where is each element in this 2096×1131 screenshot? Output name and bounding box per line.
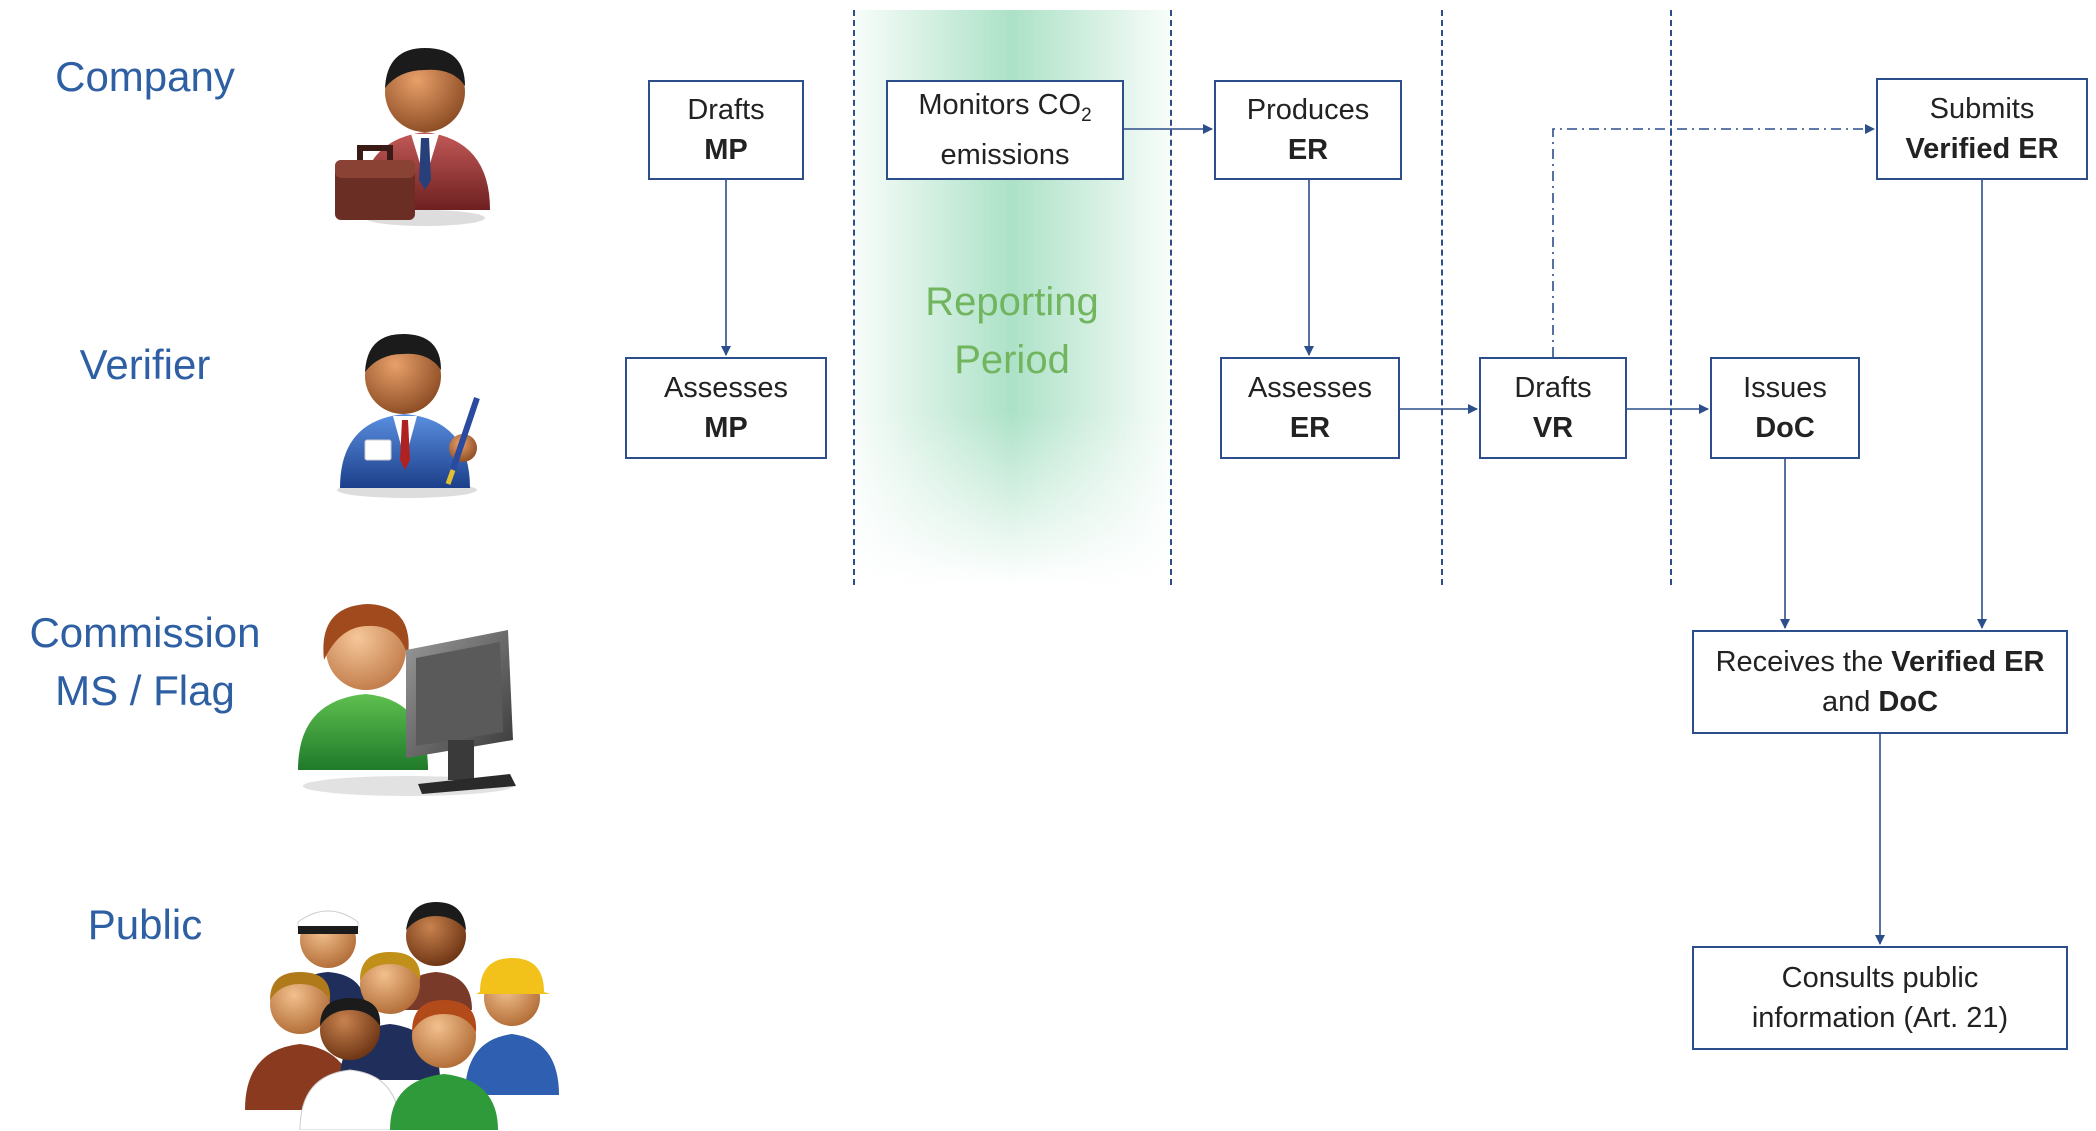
- step-object: DoC: [1755, 412, 1815, 444]
- step-assesses-er: Assesses ER: [1220, 357, 1400, 459]
- step-verb: Drafts: [687, 94, 765, 126]
- step-text: Receives the: [1715, 646, 1884, 678]
- reporting-period-label-line2: Period: [954, 338, 1070, 382]
- step-verb: Issues: [1743, 372, 1827, 404]
- computer-user-icon: [298, 604, 516, 796]
- step-drafts-mp: Drafts MP: [648, 80, 804, 180]
- actor-label-company: Company: [55, 53, 235, 100]
- step-verb: Submits: [1929, 93, 2035, 125]
- step-verb: Drafts: [1514, 372, 1592, 404]
- phase-divider: [1441, 10, 1443, 585]
- reporting-period-label-line1: Reporting: [925, 280, 1099, 324]
- step-monitors-emissions: Monitors CO2 emissions: [886, 80, 1124, 180]
- step-verb: Assesses: [1247, 372, 1373, 404]
- step-line1: Receives the Verified ER: [1716, 642, 2045, 682]
- step-object: VR: [1532, 412, 1574, 444]
- step-line2: information (Art. 21): [1751, 1002, 2009, 1034]
- step-verb: Assesses: [663, 372, 789, 404]
- step-object: Verified ER: [1891, 646, 2045, 678]
- actor-label-commission-line1: Commission: [29, 609, 261, 656]
- step-produces-er: Produces ER: [1214, 80, 1402, 180]
- verifier-pen-icon: [337, 334, 480, 498]
- phase-divider: [1170, 10, 1172, 585]
- step-submits-verified-er: Submits Verified ER: [1876, 78, 2088, 180]
- step-consults-public-info: Consults public information (Art. 21): [1692, 946, 2068, 1050]
- step-text: and: [1821, 686, 1871, 718]
- step-line2: emissions: [940, 139, 1070, 172]
- actor-label-public: Public: [87, 901, 203, 948]
- step-drafts-vr: Drafts VR: [1479, 357, 1627, 459]
- step-receives-verified-er-doc: Receives the Verified ER and DoC: [1692, 630, 2068, 734]
- step-object: MP: [704, 134, 748, 166]
- crowd-icon: [245, 902, 559, 1130]
- businessman-briefcase-icon: [335, 48, 490, 226]
- actor-label-verifier: Verifier: [79, 341, 211, 388]
- step-verb: Produces: [1246, 94, 1370, 126]
- actor-label-commission-line2: MS / Flag: [55, 667, 235, 714]
- step-line1: Consults public: [1781, 962, 1979, 994]
- step-line2: and DoC: [1822, 682, 1938, 722]
- step-object: ER: [1289, 412, 1331, 444]
- subscript-text: 2: [1081, 104, 1092, 126]
- step-object: ER: [1287, 134, 1329, 166]
- phase-divider: [1670, 10, 1672, 585]
- step-assesses-mp: Assesses MP: [625, 357, 827, 459]
- phase-divider: [853, 10, 855, 585]
- step-object: DoC: [1878, 686, 1939, 718]
- step-line1: Monitors CO2: [918, 85, 1091, 136]
- arrow-vr-to-submit: [1552, 124, 1875, 357]
- step-text: Monitors CO: [918, 88, 1082, 121]
- step-object: MP: [704, 412, 748, 444]
- step-issues-doc: Issues DoC: [1710, 357, 1860, 459]
- step-object: Verified ER: [1905, 133, 2059, 165]
